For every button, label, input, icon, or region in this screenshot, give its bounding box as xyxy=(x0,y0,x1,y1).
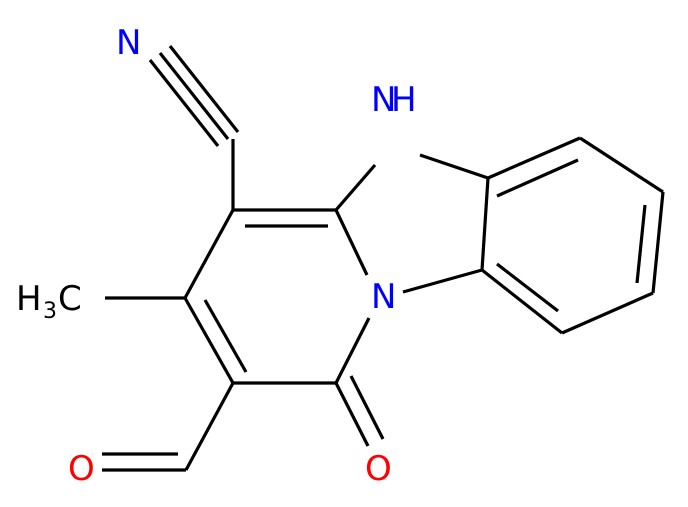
atom-methyl-h: H xyxy=(16,279,42,319)
bond-benz-1 xyxy=(480,177,490,271)
bond-n-benz xyxy=(402,268,483,294)
bond-ketone-2 xyxy=(349,375,385,440)
bond-benz-2-inner xyxy=(496,158,579,198)
bond-aldehyde-c xyxy=(184,382,235,471)
bond-benz-5 xyxy=(561,291,654,335)
atom-labels: N N H N H 3 C O O xyxy=(16,23,417,489)
bond-c4a-nh xyxy=(334,163,377,212)
bond-benz-3 xyxy=(579,136,664,194)
bond-nitrile-3 xyxy=(168,45,240,133)
bonds xyxy=(102,45,665,472)
atom-nitrile-n: N xyxy=(116,23,141,63)
bond-ketone-1 xyxy=(334,382,370,447)
bond-c3-c2 xyxy=(183,297,235,384)
bond-benz-4 xyxy=(651,191,665,294)
bond-benz-4-inner xyxy=(635,204,647,284)
bond-nh-benz xyxy=(419,153,489,180)
bond-c1-n xyxy=(334,317,371,384)
bond-benz-6 xyxy=(481,268,563,335)
bond-nitrile-1 xyxy=(148,59,220,147)
bond-n-c4a xyxy=(334,209,369,276)
atom-aldehyde-o: O xyxy=(68,449,95,489)
atom-methyl-sub: 3 xyxy=(43,299,57,324)
bond-nitrile-2 xyxy=(158,52,230,140)
bond-c4-c3 xyxy=(183,209,235,299)
bond-benz-6-inner xyxy=(496,262,559,313)
atom-ketone-o: O xyxy=(365,449,392,489)
atom-nh-h: H xyxy=(391,80,417,120)
atom-methyl-c: C xyxy=(58,279,82,319)
atom-nh-n: N xyxy=(371,80,396,120)
bond-c3-c2-inner xyxy=(203,299,248,373)
atom-ring-n: N xyxy=(371,277,396,317)
bond-benz-2 xyxy=(487,136,581,180)
